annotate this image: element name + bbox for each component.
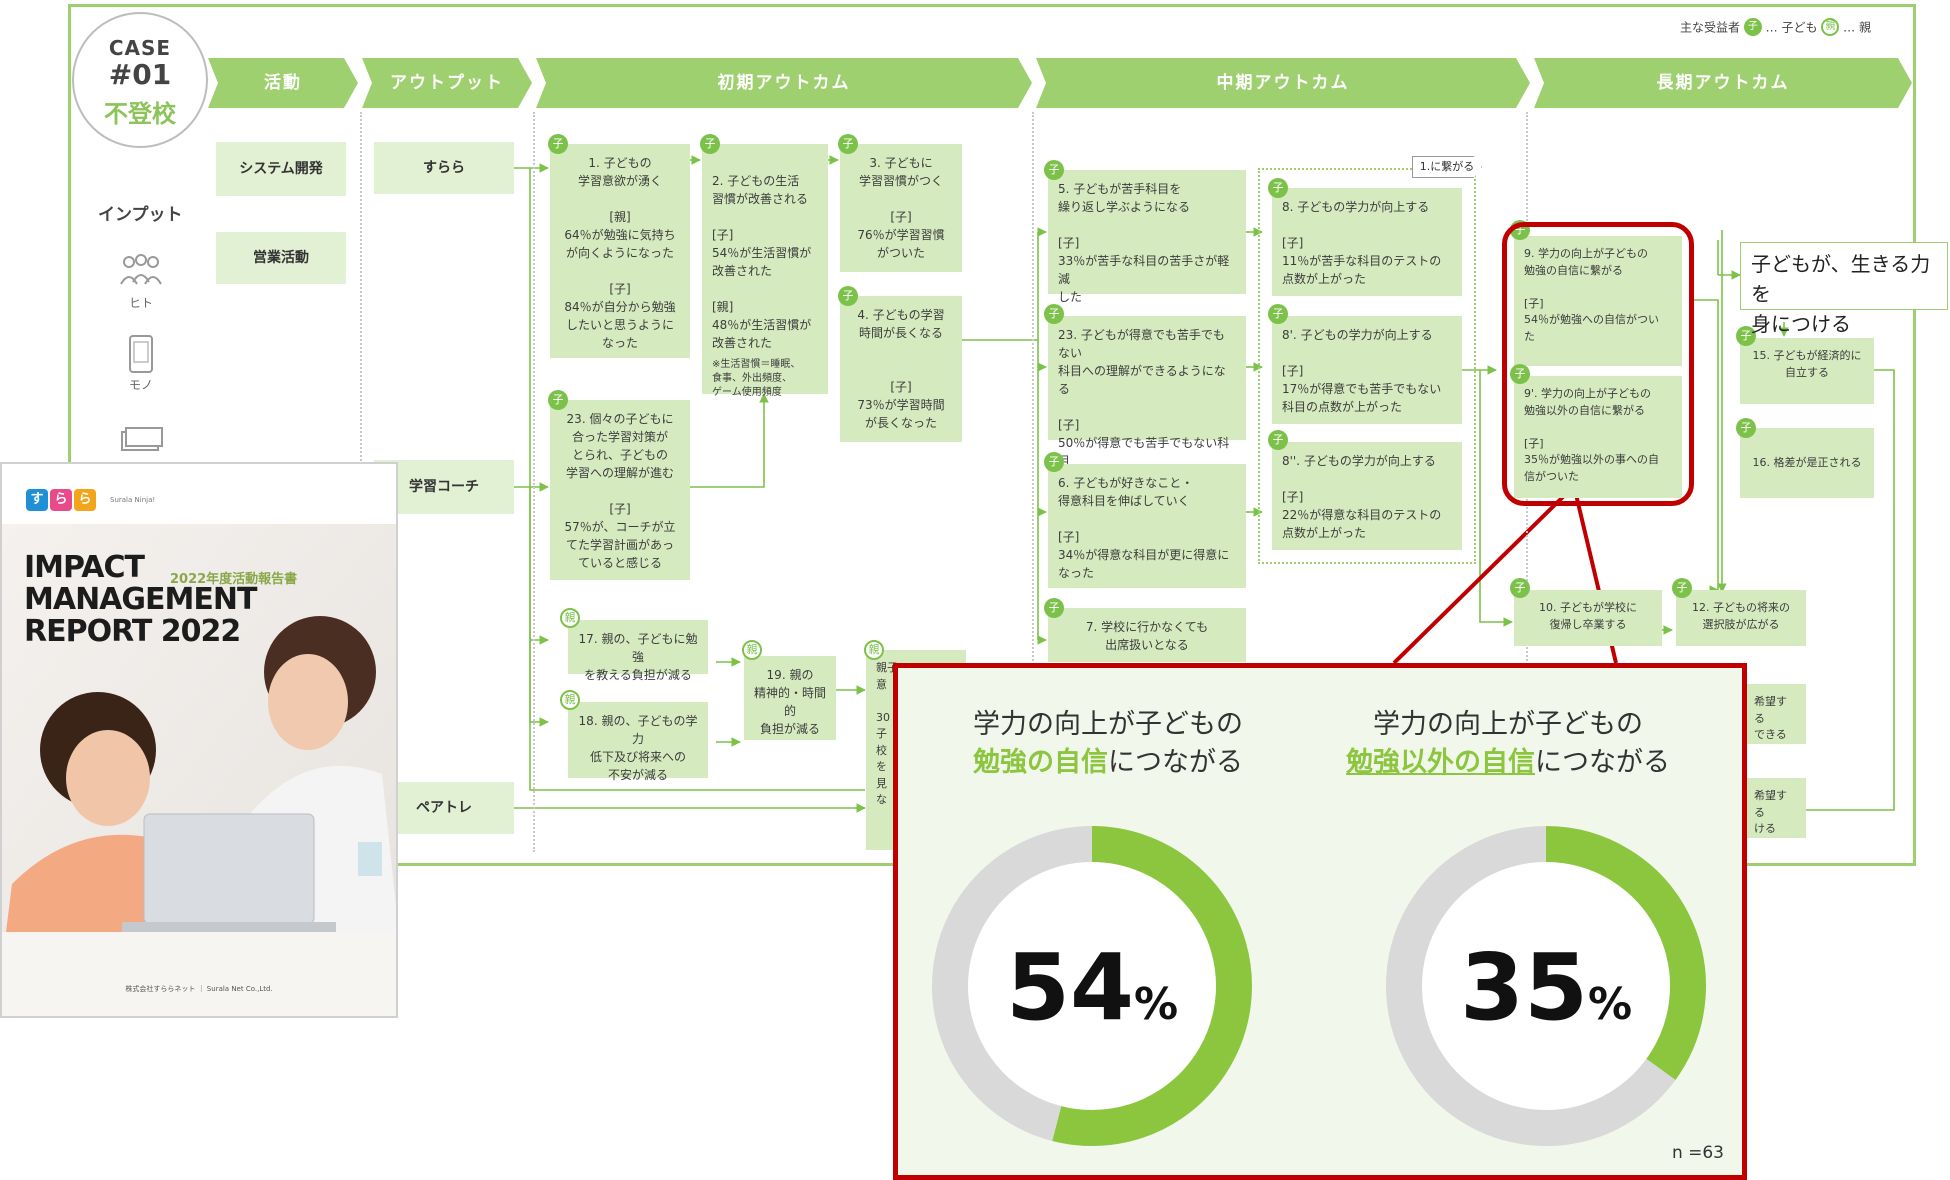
life-skills-callout: 子どもが、生きる力を 身につける <box>1740 242 1948 310</box>
child-badge-icon: 子 <box>1044 304 1064 324</box>
input-label: インプット <box>98 200 183 225</box>
mid-outcome-6: 6. 子どもが好きなこと・ 得意科目を伸ばしていく [子] 34％が得意な科目が… <box>1048 464 1246 588</box>
early-outcome-1: 1. 子どもの 学習意欲が湧く [親] 64％が勉強に気持ち が向くようになった… <box>550 144 690 358</box>
highlight-frame <box>1502 222 1694 506</box>
right-title-accent: 勉強以外の自信 <box>1346 747 1535 778</box>
early-outcome-18: 18. 親の、子どもの学力 低下及び将来への 不安が減る <box>568 702 708 778</box>
beneficiary-legend: 主な受益者 子 … 子ども 親 … 親 <box>1680 18 1871 36</box>
case-title: 不登校 <box>74 94 206 129</box>
left-percent-label: 54% <box>922 934 1262 1041</box>
mid-outcome-8-prime: 8'. 子どもの学力が向上する [子] 17％が得意でも苦手でもない 科目の点数… <box>1272 316 1462 424</box>
right-percent-unit: % <box>1588 979 1632 1030</box>
phase-activity: 活動 <box>208 58 358 108</box>
child-badge-icon: 子 <box>700 134 720 154</box>
case-badge: CASE #01 不登校 <box>72 12 208 148</box>
left-percent-unit: % <box>1134 979 1178 1030</box>
early-outcome-2-note: ※生活習慣＝睡眠、 食事、外出頻度、 ゲーム使用頻度 <box>712 358 818 400</box>
early-outcome-23: 23. 個々の子どもに 合った学習対策が とられ、子どもの 学習への理解が進む … <box>550 400 690 580</box>
input-things-label: モノ <box>116 376 166 393</box>
mid-outcome-8: 8. 子どもの学力が向上する [子] 11％が苦手な科目のテストの 点数が上がっ… <box>1272 188 1462 296</box>
early-outcome-3: 3. 子どもに 学習習慣がつく [子] 76％が学習習慣 がついた <box>840 144 962 272</box>
money-icon <box>116 420 166 462</box>
early-outcome-2: 2. 子どもの生活 習慣が改善される [子] 54％が生活習慣が 改善された [… <box>702 144 828 394</box>
long-outcome-16: 16. 格差が是正される <box>1740 428 1874 498</box>
mid-outcome-7: 7. 学校に行かなくても 出席扱いとなる <box>1048 608 1246 662</box>
long-outcome-15: 15. 子どもが経済的に 自立する <box>1740 338 1874 404</box>
early-outcome-17: 17. 親の、子どもに勉強 を教える負担が減る <box>568 620 708 674</box>
report-subtitle: 2022年度活動報告書 <box>170 568 297 587</box>
long-outcome-10: 10. 子どもが学校に 復帰し卒業する <box>1514 590 1662 646</box>
link-tag: 1.に繋がる <box>1412 156 1482 178</box>
child-badge-icon: 子 <box>548 390 568 410</box>
report-cover: すらら Surala Ninja! IMPACT MANAGEMENT REPO… <box>0 462 398 1018</box>
mid-outcome-23: 23. 子どもが得意でも苦手でもない 科目への理解ができるようになる [子] 5… <box>1048 316 1246 440</box>
child-badge-icon: 子 <box>1044 598 1064 618</box>
parent-badge-icon: 親 <box>1821 18 1839 36</box>
mid-outcome-8-double-prime: 8''. 子どもの学力が向上する [子] 22％が得意な科目のテストの 点数が上… <box>1272 442 1462 550</box>
mid-outcome-5: 5. 子どもが苦手科目を 繰り返し学ぶようになる [子] 33％が苦手な科目の苦… <box>1048 170 1246 294</box>
parent-badge-icon: 親 <box>864 640 884 660</box>
child-badge-icon: 子 <box>1510 578 1530 598</box>
left-percent-value: 54 <box>1006 934 1134 1041</box>
report-byline: Surala Ninja! <box>110 496 155 504</box>
right-chart-title: 学力の向上が子どもの 勉強以外の自信につながる <box>1338 706 1678 782</box>
parent-badge-icon: 親 <box>742 640 762 660</box>
child-badge-icon: 子 <box>1268 430 1288 450</box>
column-divider <box>533 112 535 852</box>
early-outcome-4: 4. 子どもの学習 時間が長くなる [子] 73％が学習時間 が長くなった <box>840 296 962 442</box>
right-percent-value: 35 <box>1460 934 1588 1041</box>
activity-sales: 営業活動 <box>216 232 346 284</box>
parent-badge-icon: 親 <box>560 690 580 710</box>
child-badge-icon: 子 <box>838 286 858 306</box>
child-badge-icon: 子 <box>1736 418 1756 438</box>
report-title: IMPACT MANAGEMENT REPORT 2022 <box>24 552 256 648</box>
child-badge-icon: 子 <box>1044 452 1064 472</box>
logo-char-1: す <box>26 489 48 511</box>
child-badge-icon: 子 <box>1268 304 1288 324</box>
case-label: CASE <box>74 36 206 60</box>
child-badge-icon: 子 <box>1044 160 1064 180</box>
output-surala: すらら <box>374 142 514 194</box>
left-title-accent: 勉強の自信 <box>973 747 1108 778</box>
phase-early-outcome: 初期アウトカム <box>536 58 1032 108</box>
child-badge-icon: 子 <box>838 134 858 154</box>
logo-char-3: ら <box>74 489 96 511</box>
phase-output: アウトプット <box>362 58 532 108</box>
right-title-line1: 学力の向上が子どもの <box>1373 709 1643 740</box>
phase-long-outcome: 長期アウトカム <box>1534 58 1912 108</box>
early-outcome-2-text: 2. 子どもの生活 習慣が改善される [子] 54％が生活習慣が 改善された [… <box>712 174 811 350</box>
zoom-panel: 学力の向上が子どもの 勉強の自信につながる 学力の向上が子どもの 勉強以外の自信… <box>893 663 1747 1180</box>
left-title-tail: につながる <box>1108 747 1243 778</box>
left-title-line1: 学力の向上が子どもの <box>973 709 1243 740</box>
child-badge-icon: 子 <box>1268 178 1288 198</box>
legend-child-text: … 子ども <box>1766 21 1818 35</box>
long-outcome-partial-2: 希望する ける <box>1744 778 1806 838</box>
surala-logo: すらら <box>26 488 98 511</box>
child-badge-icon: 子 <box>1744 18 1762 36</box>
right-title-tail: につながる <box>1535 747 1670 778</box>
activity-system-dev: システム開発 <box>216 142 346 196</box>
legend-prefix: 主な受益者 <box>1680 21 1740 35</box>
case-number: #01 <box>74 60 206 90</box>
people-icon: ヒト <box>116 252 166 311</box>
report-footer: 株式会社すららネット ｜ Surala Net Co.,Ltd. <box>2 984 396 994</box>
input-people-label: ヒト <box>116 294 166 311</box>
phase-mid-outcome: 中期アウトカム <box>1036 58 1530 108</box>
long-outcome-12: 12. 子どもの将来の 選択肢が広がる <box>1676 590 1806 646</box>
logo-char-2: ら <box>50 489 72 511</box>
parent-badge-icon: 親 <box>560 608 580 628</box>
device-icon: モノ <box>116 334 166 393</box>
long-outcome-partial-1: 希望する できる <box>1744 684 1806 744</box>
child-badge-icon: 子 <box>1672 578 1692 598</box>
left-chart-title: 学力の向上が子どもの 勉強の自信につながる <box>938 706 1278 782</box>
child-badge-icon: 子 <box>548 134 568 154</box>
right-percent-label: 35% <box>1376 934 1716 1041</box>
early-outcome-19: 19. 親の 精神的・時間的 負担が減る <box>744 656 836 740</box>
legend-parent-text: … 親 <box>1843 21 1871 35</box>
sample-size: n =63 <box>1672 1143 1724 1163</box>
